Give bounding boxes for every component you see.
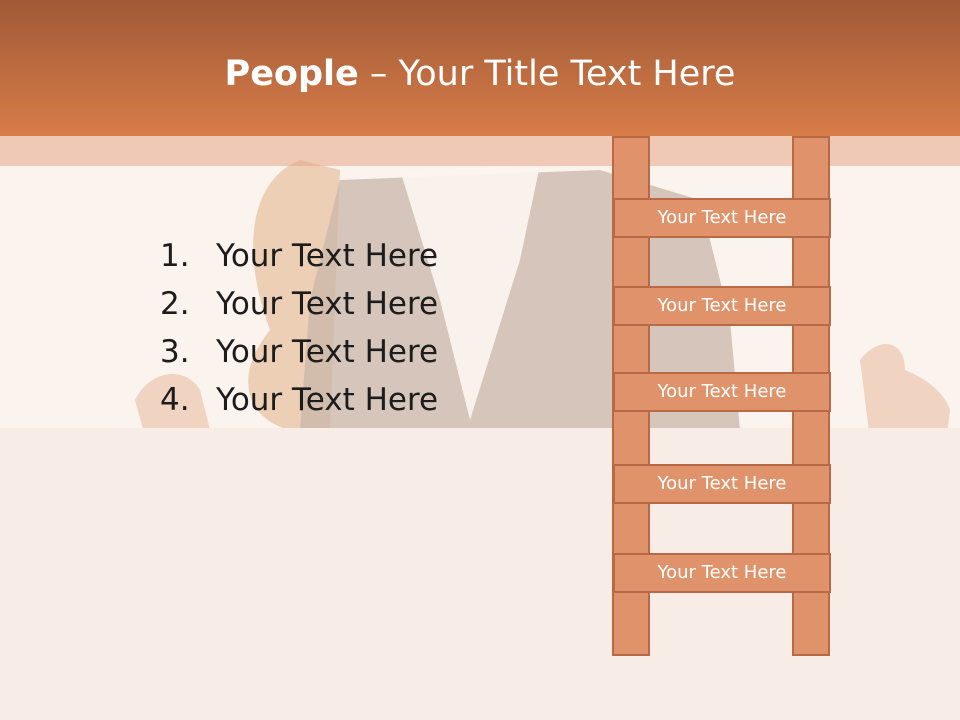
list-number: 4. (160, 382, 190, 418)
list-item: 4. Your Text Here (160, 376, 438, 424)
title-rest: – Your Title Text Here (358, 54, 736, 94)
ladder-rung: Your Text Here (613, 553, 831, 593)
list-item: 2. Your Text Here (160, 280, 438, 328)
list-text: Your Text Here (216, 382, 439, 418)
ladder-rung: Your Text Here (613, 286, 831, 326)
list-number: 2. (160, 286, 190, 322)
slide-title: People – Your Title Text Here (0, 50, 960, 98)
list-text: Your Text Here (216, 286, 439, 322)
ladder-rung: Your Text Here (613, 464, 831, 504)
title-bold: People (224, 54, 359, 94)
header-band (0, 0, 960, 136)
ladder-rung: Your Text Here (613, 372, 831, 412)
list-text: Your Text Here (216, 334, 439, 370)
numbered-list: 1. Your Text Here 2. Your Text Here 3. Your… (160, 232, 438, 424)
ladder-rung: Your Text Here (613, 198, 831, 238)
list-number: 1. (160, 238, 190, 274)
list-item: 3. Your Text Here (160, 328, 438, 376)
list-item: 1. Your Text Here (160, 232, 438, 280)
list-number: 3. (160, 334, 190, 370)
list-text: Your Text Here (216, 238, 439, 274)
